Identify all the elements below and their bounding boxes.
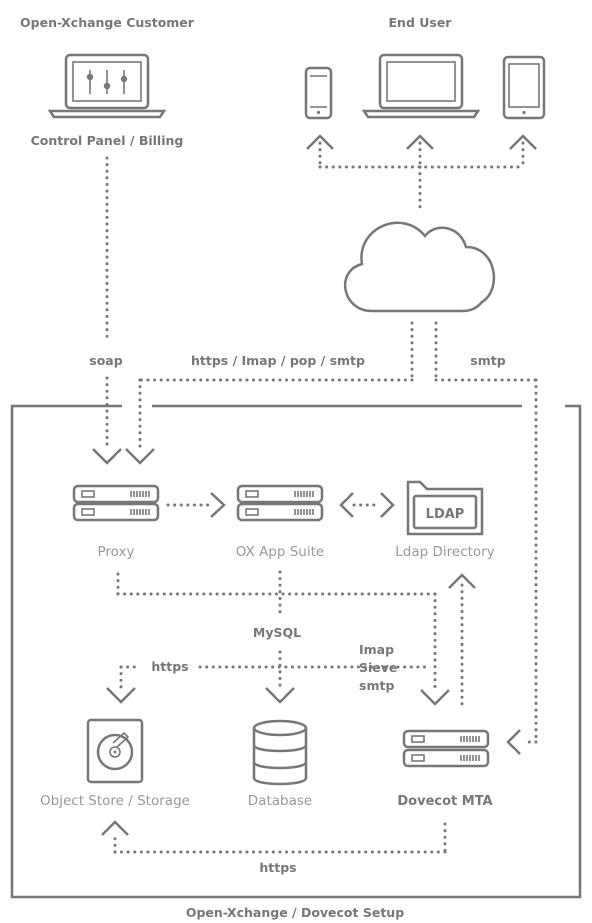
control-panel-laptop-icon <box>47 53 167 119</box>
dovecot-in-arrow-icon <box>420 689 450 706</box>
object-store-label: Object Store / Storage <box>40 793 190 809</box>
tablet-arrow-icon <box>509 134 537 150</box>
smtp-top-label: smtp <box>470 353 505 368</box>
sieve-label: Sieve <box>359 660 397 675</box>
phone-icon <box>304 66 333 120</box>
database-label: Database <box>248 793 312 809</box>
smtp-mid-label: smtp <box>359 678 394 693</box>
ldap-directory-label: Ldap Directory <box>395 544 494 560</box>
setup-boundary <box>10 404 582 899</box>
dovecot-label: Dovecot MTA <box>397 794 492 809</box>
soap-arrow-icon <box>92 448 122 465</box>
soap-label: soap <box>89 353 122 368</box>
object-store-arrow-icon <box>106 687 136 704</box>
cloud-icon <box>343 221 496 313</box>
database-arrow-icon <box>265 687 295 704</box>
ldap-up-arrow-icon <box>448 573 476 589</box>
setup-caption: Open-Xchange / Dovecot Setup <box>186 905 404 920</box>
ldap-folder-icon: LDAP <box>406 480 484 536</box>
laptop-icon <box>361 53 481 119</box>
https-imap-label: https / Imap / pop / smtp <box>191 353 365 368</box>
https-left-label: https <box>151 659 188 674</box>
proxy-to-suite-arrow-icon <box>210 492 226 518</box>
customer-heading: Open-Xchange Customer <box>20 15 195 30</box>
object-store-icon <box>86 718 144 784</box>
storage-return-arrow-icon <box>101 820 129 836</box>
ldap-badge-label: LDAP <box>426 507 465 522</box>
ldap-right-arrow-icon <box>380 492 395 518</box>
phone-arrow-icon <box>306 134 334 150</box>
imap-label: Imap <box>359 642 394 657</box>
laptop-arrow-icon <box>406 134 434 150</box>
control-panel-label: Control Panel / Billing <box>31 133 184 148</box>
tablet-icon <box>502 55 546 120</box>
app-suite-label: OX App Suite <box>236 544 324 560</box>
proxy-label: Proxy <box>98 544 135 560</box>
proxy-server-icon <box>72 484 160 522</box>
ldap-left-arrow-icon <box>339 492 354 518</box>
mysql-label: MySQL <box>253 625 301 640</box>
dovecot-server-icon <box>402 729 490 768</box>
smtp-in-arrow-icon <box>506 729 521 755</box>
database-icon <box>252 719 308 786</box>
end-user-heading: End User <box>389 15 453 30</box>
app-suite-server-icon <box>236 484 324 522</box>
https-bottom-label: https <box>259 860 296 875</box>
https-arrow-icon <box>125 448 155 465</box>
